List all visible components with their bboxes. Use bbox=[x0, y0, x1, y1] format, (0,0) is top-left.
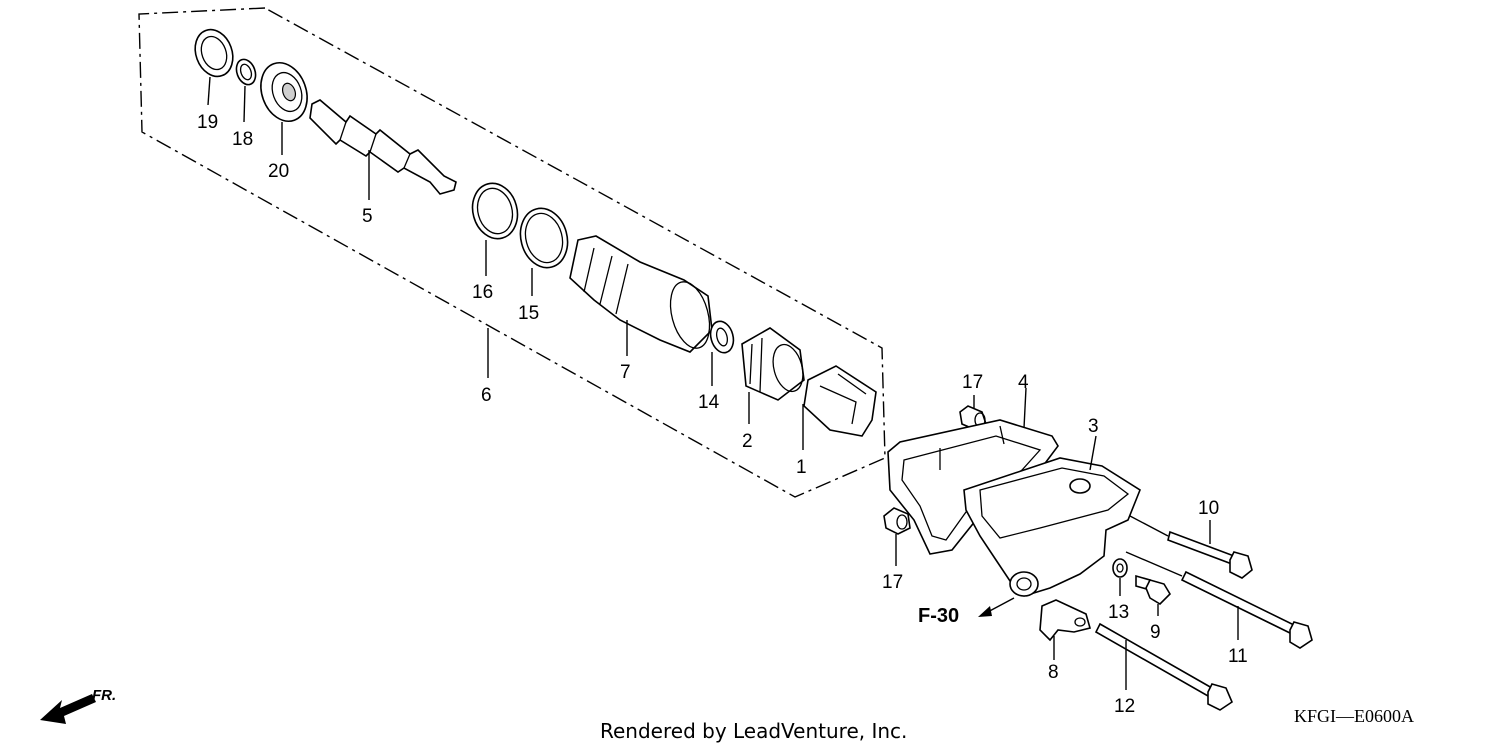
callout-2[interactable]: 2 bbox=[742, 431, 753, 452]
callout-14[interactable]: 14 bbox=[698, 392, 720, 413]
part-12-bolt[interactable] bbox=[1094, 622, 1233, 711]
callout-17-top[interactable]: 17 bbox=[962, 372, 983, 393]
part-13-washer[interactable] bbox=[1112, 558, 1128, 596]
assembly-outline bbox=[138, 7, 886, 498]
part-17-collar-bottom[interactable] bbox=[883, 507, 911, 566]
part-10-bolt[interactable] bbox=[1129, 515, 1253, 579]
part-18-ring[interactable] bbox=[233, 57, 259, 123]
part-5-shaft[interactable] bbox=[309, 99, 457, 200]
reference-f-30[interactable]: F-30 bbox=[918, 605, 959, 627]
part-20-bearing[interactable] bbox=[253, 56, 315, 155]
callout-5[interactable]: 5 bbox=[362, 206, 373, 227]
callout-19[interactable]: 19 bbox=[197, 112, 218, 133]
callout-4[interactable]: 4 bbox=[1018, 372, 1029, 393]
part-1-cover[interactable] bbox=[802, 365, 877, 450]
callout-13[interactable]: 13 bbox=[1108, 602, 1129, 623]
callout-3[interactable]: 3 bbox=[1088, 416, 1099, 437]
callout-1[interactable]: 1 bbox=[796, 457, 807, 478]
callout-17-bottom[interactable]: 17 bbox=[882, 572, 903, 593]
callout-15[interactable]: 15 bbox=[518, 303, 539, 324]
callout-16[interactable]: 16 bbox=[472, 282, 493, 303]
part-9-bolt[interactable] bbox=[1135, 574, 1172, 616]
credit-text: Rendered by LeadVenture, Inc. bbox=[600, 719, 907, 743]
front-direction-arrow: FR. bbox=[40, 687, 116, 724]
callout-10[interactable]: 10 bbox=[1198, 498, 1219, 519]
part-11-bolt[interactable] bbox=[1125, 551, 1313, 649]
callout-9[interactable]: 9 bbox=[1150, 622, 1161, 643]
callout-12[interactable]: 12 bbox=[1114, 696, 1135, 717]
callout-8[interactable]: 8 bbox=[1048, 662, 1059, 683]
part-3-housing[interactable] bbox=[963, 435, 1141, 597]
fr-label: FR. bbox=[92, 687, 116, 704]
part-8-clip[interactable] bbox=[1039, 599, 1091, 660]
part-15-o-ring[interactable] bbox=[514, 203, 574, 296]
callout-20[interactable]: 20 bbox=[268, 161, 289, 182]
part-16-o-ring[interactable] bbox=[467, 178, 524, 276]
callout-11[interactable]: 11 bbox=[1228, 646, 1248, 667]
part-14-seal[interactable] bbox=[707, 319, 737, 386]
part-19-snap-ring[interactable] bbox=[189, 24, 239, 106]
callout-6[interactable]: 6 bbox=[481, 385, 492, 406]
f-30-reference-arrow bbox=[978, 597, 1015, 617]
diagram-code: KFGI—E0600A bbox=[1294, 706, 1414, 726]
part-7-boot[interactable] bbox=[569, 235, 716, 356]
part-2-boot[interactable] bbox=[741, 327, 808, 424]
callout-7[interactable]: 7 bbox=[620, 362, 631, 383]
callout-18[interactable]: 18 bbox=[232, 129, 253, 150]
